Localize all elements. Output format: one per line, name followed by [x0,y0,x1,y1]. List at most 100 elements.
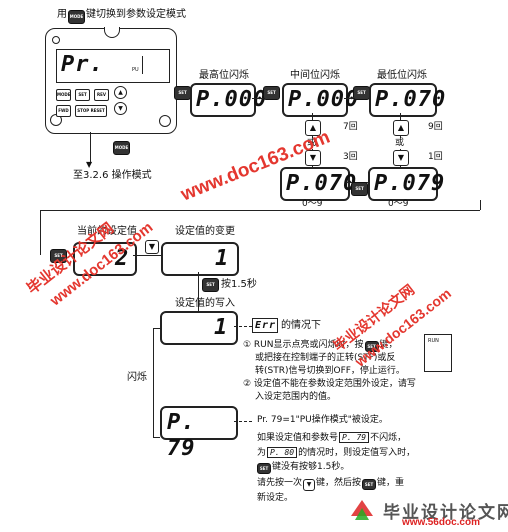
connector-line [344,98,358,99]
note1-text-b: 键， [379,340,398,350]
display-lowest-digit-text: P.070 [375,87,447,112]
display-change-value-text: 1 [215,246,230,271]
range-label-middle: 0～9 [302,199,323,209]
run-label: RUN [428,338,439,344]
display-lowest-result: P.079 [368,167,444,201]
up-arrow-icon[interactable]: ▲ [305,120,321,136]
connector-line [198,272,199,312]
screw-icon [159,115,171,127]
pr80-param-box: P. 80 [267,447,298,458]
display-middle-digit: P.000 [282,83,358,117]
set-key-inline[interactable]: SET [364,341,379,352]
pr79-note-text: 不闪烁， [370,433,407,443]
fwd-key[interactable]: FWD [56,105,71,117]
display-lowest-digit: P.070 [369,83,445,117]
connector-line [153,437,160,438]
connector-line [153,328,160,329]
pr79-note-text: 请先按一次 [257,478,303,488]
run-indicator: RUN [424,334,452,372]
up-arrow-icon[interactable]: ▲ [393,120,409,136]
pr79-note-line1: Pr. 79=1"PU操作模式"被设定。 [257,415,388,425]
err-condition-label: 的情况下 [281,320,321,331]
connector-line [234,326,252,327]
note2-line1: ② 设定值不能在参数设定范围外设定，请写 [243,379,416,389]
note1-line3: 转(STR)信号切换到OFF，停止运行。 [255,366,405,376]
or-label: 或 [395,138,405,149]
display-middle-result-text: P.070 [286,171,358,196]
panel-notch [104,27,120,38]
err-display: Err [252,318,278,333]
label-lowest-digit: 最低位闪烁 [377,70,427,81]
goto-operation-mode-text: 至3.2.6 操作模式 [73,170,152,181]
down-arrow-icon[interactable]: ▼ [145,240,159,254]
display-middle-digit-text: P.000 [288,87,360,112]
press-duration-label: 按1.5秒 [221,279,257,290]
mode-key[interactable]: MODE [56,89,71,101]
count-up-middle: 7回 [343,122,358,132]
connector-line [153,328,154,438]
display-pr79-text: P. 79 [167,410,196,461]
set-key-inline[interactable]: SET [362,479,377,490]
pr79-note-text: 键没有按够1.5秒。 [272,462,350,472]
pr79-note-text: 的情况时，则设定值写入时， [298,448,416,458]
footer-site-name: 毕业设计论文网 [383,503,508,522]
mode-key-goto[interactable]: MODE [113,141,130,155]
set-key-inline[interactable]: SET [257,463,271,474]
display-write-value-text: 1 [214,315,229,340]
pr79-note-line6: 新设定。 [257,493,294,503]
count-down-middle: 3回 [343,152,358,162]
up-arrow-icon[interactable]: ▲ [114,86,127,99]
down-arrow-icon[interactable]: ▼ [305,150,321,166]
down-arrow-icon[interactable]: ▼ [114,102,127,115]
count-up-lowest: 9回 [428,122,443,132]
label-middle-digit: 中间位闪烁 [290,70,340,81]
display-current-value: 2 [73,242,137,276]
connector-line [234,421,252,422]
display-change-value: 1 [161,242,239,276]
pr79-note-text: 为 [257,448,267,458]
down-arrow-icon[interactable]: ▼ [303,479,316,491]
display-highest-digit-text: P.000 [196,87,268,112]
display-lowest-result-text: P.079 [374,171,446,196]
blink-label: 闪烁 [127,372,147,383]
arrow-down-icon: ▼ [86,160,93,169]
range-label-lowest: 0～9 [388,199,409,209]
set-key-step2[interactable]: SET [263,86,280,100]
connector-line [252,98,264,99]
pr79-note-text: 键，重 [377,478,405,488]
count-down-lowest: 1回 [428,152,443,162]
panel-display-text: Pr. [61,52,104,77]
display-middle-result: P.070 [280,167,356,201]
set-key-step5[interactable]: SET [50,249,67,263]
connector-line [40,210,480,211]
rev-key[interactable]: REV [94,89,109,101]
down-arrow-icon[interactable]: ▼ [393,150,409,166]
set-key[interactable]: SET [75,89,90,101]
mode-key-inline[interactable]: MODE [68,10,85,24]
connector-line [90,132,91,164]
footer-url: www.56doc.com [402,517,480,528]
set-key-hold[interactable]: SET [202,278,219,292]
pr79-param-box: P. 79 [339,432,370,443]
instruction-prefix: 用 [57,9,67,20]
set-key-step1[interactable]: SET [174,86,191,100]
display-write-value: 1 [160,311,238,345]
or-label: 或 [307,138,317,149]
logo-icon [347,496,377,524]
display-current-value-text: 2 [115,246,130,271]
err-display-text: Err [255,320,277,331]
set-key-step4[interactable]: SET [351,182,368,196]
connector-line [40,210,41,255]
label-highest-digit: 最高位闪烁 [199,70,249,81]
set-key-step3[interactable]: SET [353,86,370,100]
note2-line2: 入设定范围内的值。 [255,392,337,402]
screw-icon [52,36,60,44]
stop-reset-key[interactable]: STOP RESET [75,105,107,117]
display-highest-digit: P.000 [190,83,266,117]
